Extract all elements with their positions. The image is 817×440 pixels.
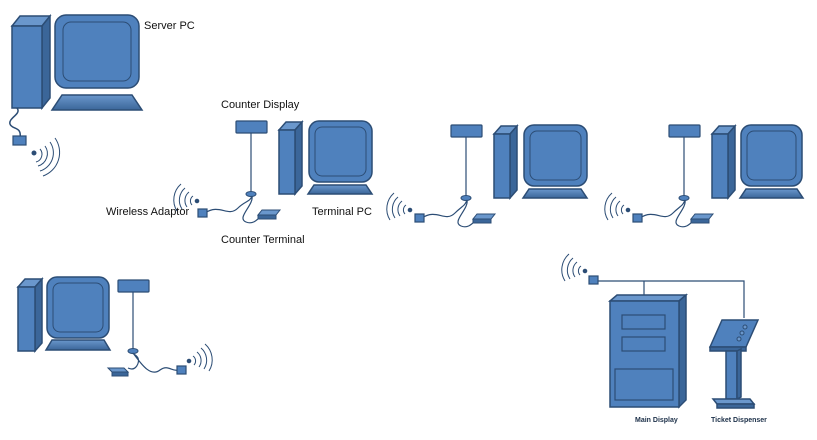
cable (127, 352, 179, 373)
main-display-label: Main Display (635, 417, 678, 424)
server-pc-label: Server PC (144, 20, 195, 32)
ticket-dispenser-icon (708, 319, 760, 409)
wireless-adaptor-icon (414, 213, 425, 223)
cable (9, 107, 21, 139)
wireless-signal-icon (31, 137, 61, 177)
cable (204, 195, 267, 224)
wireless-signal-icon (604, 192, 631, 221)
queue-station: Main Display Ticket Dispenser (561, 253, 767, 424)
wireless-signal-icon (386, 192, 413, 221)
wireless-adaptor-icon (632, 213, 643, 223)
counter-terminal-label: Counter Terminal (221, 234, 305, 246)
terminal-pc-label: Terminal PC (312, 206, 372, 218)
wireless-adaptor-icon (197, 208, 208, 218)
workstation-2 (386, 124, 589, 228)
wireless-adaptor-icon (12, 135, 27, 146)
workstation-3 (604, 124, 805, 228)
workstation-1: Counter Display Wireless Adaptor Termina… (106, 99, 374, 246)
wireless-signal-icon (173, 183, 200, 212)
counter-display-icon (450, 124, 483, 201)
desktop-computer-icon (277, 120, 374, 196)
counter-display-icon (235, 120, 268, 197)
wireless-adaptor-label: Wireless Adaptor (106, 206, 189, 218)
counter-terminal-icon (106, 367, 130, 377)
counter-terminal-icon (689, 213, 715, 224)
counter-terminal-icon (471, 213, 497, 224)
counter-terminal-icon (256, 209, 282, 220)
desktop-computer-icon (710, 124, 805, 200)
wireless-adaptor-icon (176, 365, 187, 375)
workstation-4 (16, 276, 213, 377)
counter-display-icon (117, 279, 150, 354)
desktop-computer-icon (10, 13, 144, 111)
main-display-icon (607, 293, 689, 409)
counter-display-icon (668, 124, 701, 201)
cable (598, 280, 745, 318)
wireless-signal-icon (561, 253, 588, 282)
wireless-adaptor-icon (588, 275, 599, 285)
cable (639, 199, 700, 228)
desktop-computer-icon (16, 276, 112, 353)
counter-display-label: Counter Display (221, 99, 300, 111)
ticket-dispenser-label: Ticket Dispenser (711, 417, 767, 424)
server-pc: Server PC (9, 13, 195, 177)
wireless-signal-icon (186, 343, 213, 372)
desktop-computer-icon (492, 124, 589, 200)
cable (421, 199, 482, 228)
